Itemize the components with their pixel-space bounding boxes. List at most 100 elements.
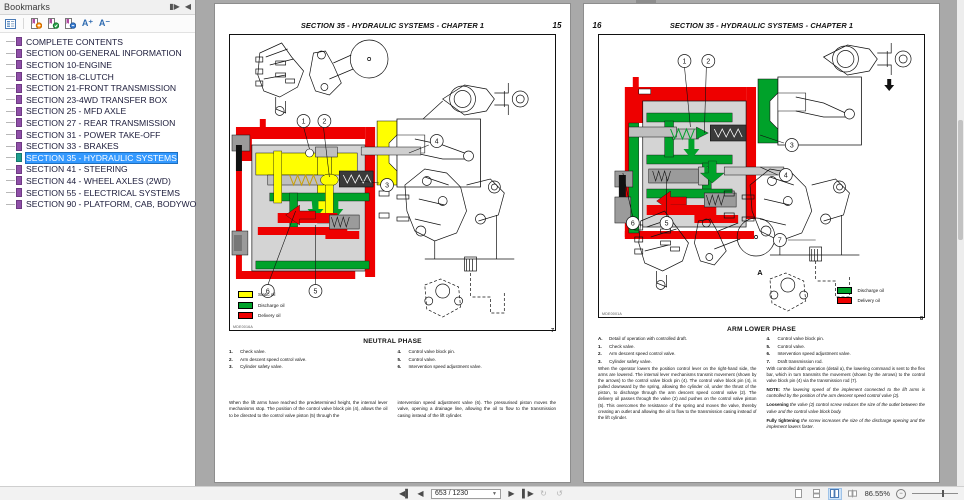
bookmark-item-section-41[interactable]: SECTION 41 - STEERING — [0, 164, 195, 176]
bookmark-options-icon[interactable] — [3, 17, 18, 31]
page-right[interactable]: 16 SECTION 35 - HYDRAULIC SYSTEMS - CHAP… — [584, 4, 939, 482]
legend-label-delivery-oil: Delivery oil — [258, 312, 281, 318]
document-viewport[interactable]: . SECTION 35 - HYDRAULIC SYSTEMS - CHAPT… — [196, 0, 964, 487]
page-right-header: 16 SECTION 35 - HYDRAULIC SYSTEMS - CHAP… — [584, 20, 939, 31]
page-right-key-column-2: 4.Control valve block pin. 5.Control val… — [767, 336, 926, 366]
tree-line — [6, 145, 15, 147]
page-right-legend: Discharge oil Delivery oil — [837, 286, 884, 307]
vertical-scrollbar[interactable] — [957, 0, 964, 487]
bookmark-icon — [16, 199, 22, 209]
previous-page-icon[interactable]: ◀ — [417, 488, 424, 498]
bookmark-item-section-23[interactable]: SECTION 23-4WD TRANSFER BOX — [0, 94, 195, 106]
hydraulic-diagram-arm-lower-phase: A 1 2 — [614, 43, 912, 312]
page-left-body-column-1: When the lift arms have reached the pred… — [229, 400, 388, 418]
page-right-body: When the operator lowers the position co… — [598, 366, 925, 430]
edit-bookmark-icon[interactable] — [63, 17, 78, 31]
page-navigation-controls: ◀▌ ◀ 653 / 1230 ▼ ▶ ▌▶ ↻ ↺ — [0, 488, 964, 499]
bookmark-item-section-90[interactable]: SECTION 90 - PLATFORM, CAB, BODYWORK AND… — [0, 198, 265, 210]
svg-text:3: 3 — [790, 143, 794, 150]
page-right-body-column-1: When the operator lowers the position co… — [598, 366, 757, 420]
horizontal-scrollbar-thumb[interactable] — [636, 0, 656, 4]
tightening-text: the screw increases the size of the disc… — [766, 417, 926, 429]
zoom-slider[interactable] — [912, 490, 958, 497]
page-number-input[interactable]: 653 / 1230 ▼ — [431, 488, 501, 499]
zoom-level-label: 86.55% — [864, 489, 890, 498]
page-right-header-title: SECTION 35 - HYDRAULIC SYSTEMS - CHAPTER… — [669, 21, 854, 30]
bookmark-item-section-55[interactable]: SECTION 55 - ELECTRICAL SYSTEMS — [0, 187, 195, 199]
bookmark-item-section-31[interactable]: SECTION 31 - POWER TAKE-OFF — [0, 129, 195, 141]
continuous-scroll-view-icon[interactable] — [811, 489, 823, 499]
svg-text:4: 4 — [784, 173, 788, 180]
svg-text:2: 2 — [322, 119, 326, 126]
view-and-zoom-controls: 86.55% − — [793, 487, 958, 500]
rotate-counterclockwise-icon[interactable]: ↺ — [556, 488, 563, 498]
expand-icon[interactable]: ▮▶ — [169, 2, 180, 11]
page-spread: . SECTION 35 - HYDRAULIC SYSTEMS - CHAPT… — [196, 0, 939, 482]
key-item: 4.Control valve block pin. — [398, 349, 557, 355]
key-number: 4. — [397, 349, 402, 354]
bookmark-item-section-25[interactable]: SECTION 25 - MFD AXLE — [0, 106, 195, 118]
note-label: NOTE: — [766, 387, 781, 393]
legend-label-delivery-oil: Delivery oil — [857, 297, 880, 303]
vertical-scrollbar-thumb[interactable] — [958, 120, 963, 240]
bookmark-item-section-33[interactable]: SECTION 33 - BRAKES — [0, 140, 195, 152]
key-item: 1.Check valve. — [598, 344, 757, 350]
first-page-icon[interactable]: ◀▌ — [399, 488, 411, 498]
new-bookmark-icon[interactable] — [29, 17, 44, 31]
key-number: A. — [598, 336, 603, 341]
tightening-label: Fully tightening — [766, 417, 800, 423]
bookmark-item-section-35[interactable]: SECTION 35 - HYDRAULIC SYSTEMS — [0, 151, 195, 164]
bookmark-item-section-44[interactable]: SECTION 44 - WHEEL AXLES (2WD) — [0, 175, 195, 187]
svg-text:1: 1 — [302, 119, 306, 126]
tree-line — [6, 180, 15, 182]
last-page-icon[interactable]: ▌▶ — [522, 488, 534, 498]
page-left-number: 15 — [552, 21, 562, 30]
legend-swatch-static-oil — [238, 291, 253, 299]
legend-label-discharge-oil: Discharge oil — [258, 302, 285, 308]
bookmark-item-label: SECTION 21-FRONT TRANSMISSION — [26, 83, 177, 94]
key-number: 6. — [766, 351, 771, 357]
tree-line — [6, 87, 15, 89]
bookmark-item-label: SECTION 35 - HYDRAULIC SYSTEMS — [25, 151, 178, 164]
tree-line — [6, 157, 15, 159]
bookmarks-list[interactable]: COMPLETE CONTENTS SECTION 00-GENERAL INF… — [0, 33, 265, 210]
decrease-text-size-icon[interactable]: A⁻ — [97, 17, 112, 31]
key-number: 5. — [766, 343, 771, 349]
tree-line — [6, 41, 15, 43]
bookmark-item-section-00[interactable]: SECTION 00-GENERAL INFORMATION — [0, 48, 195, 60]
page-right-body-paragraph-1: With controlled draft operation (detail … — [766, 366, 926, 384]
svg-text:6: 6 — [631, 221, 635, 228]
legend-label-discharge-oil: Discharge oil — [857, 287, 884, 293]
tree-line — [6, 110, 15, 112]
bookmark-item-section-27[interactable]: SECTION 27 - REAR TRANSMISSION — [0, 117, 195, 129]
bookmark-item-section-18[interactable]: SECTION 18-CLUTCH — [0, 71, 195, 83]
legend-row-static-oil: Static oil — [238, 291, 285, 299]
key-item: 7.Draft transmission rod. — [767, 359, 926, 365]
zoom-out-icon[interactable]: − — [896, 488, 906, 499]
increase-text-size-icon[interactable]: A⁺ — [80, 17, 95, 31]
key-item: 5.Control valve. — [398, 357, 557, 363]
page-dropdown-icon[interactable]: ▼ — [492, 490, 497, 497]
key-number: 2. — [598, 351, 602, 357]
rotate-clockwise-icon[interactable]: ↻ — [540, 488, 547, 498]
single-page-view-icon[interactable] — [793, 489, 805, 499]
bookmark-icon — [16, 37, 22, 47]
next-page-icon[interactable]: ▶ — [508, 488, 515, 498]
collapse-icon[interactable]: ◀ — [184, 2, 191, 11]
bookmark-item-complete-contents[interactable]: COMPLETE CONTENTS — [0, 36, 195, 48]
page-left[interactable]: . SECTION 35 - HYDRAULIC SYSTEMS - CHAPT… — [215, 4, 570, 482]
key-number: 4. — [766, 336, 771, 341]
page-left-figure-code: MDE0016A — [233, 325, 253, 329]
tree-line — [6, 134, 15, 136]
bookmark-item-section-10[interactable]: SECTION 10-ENGINE — [0, 59, 195, 71]
zoom-slider-track[interactable] — [912, 490, 958, 497]
bookmark-item-label: SECTION 27 - REAR TRANSMISSION — [26, 117, 176, 128]
bookmark-item-section-21[interactable]: SECTION 21-FRONT TRANSMISSION — [0, 82, 195, 94]
tree-line — [6, 99, 15, 101]
two-page-view-icon[interactable] — [827, 487, 842, 500]
bookmarks-panel-header: Bookmarks ▮▶ ◀ — [0, 0, 195, 15]
book-view-icon[interactable] — [847, 489, 859, 499]
delete-bookmark-icon[interactable] — [46, 17, 61, 31]
zoom-slider-knob[interactable] — [942, 490, 944, 497]
